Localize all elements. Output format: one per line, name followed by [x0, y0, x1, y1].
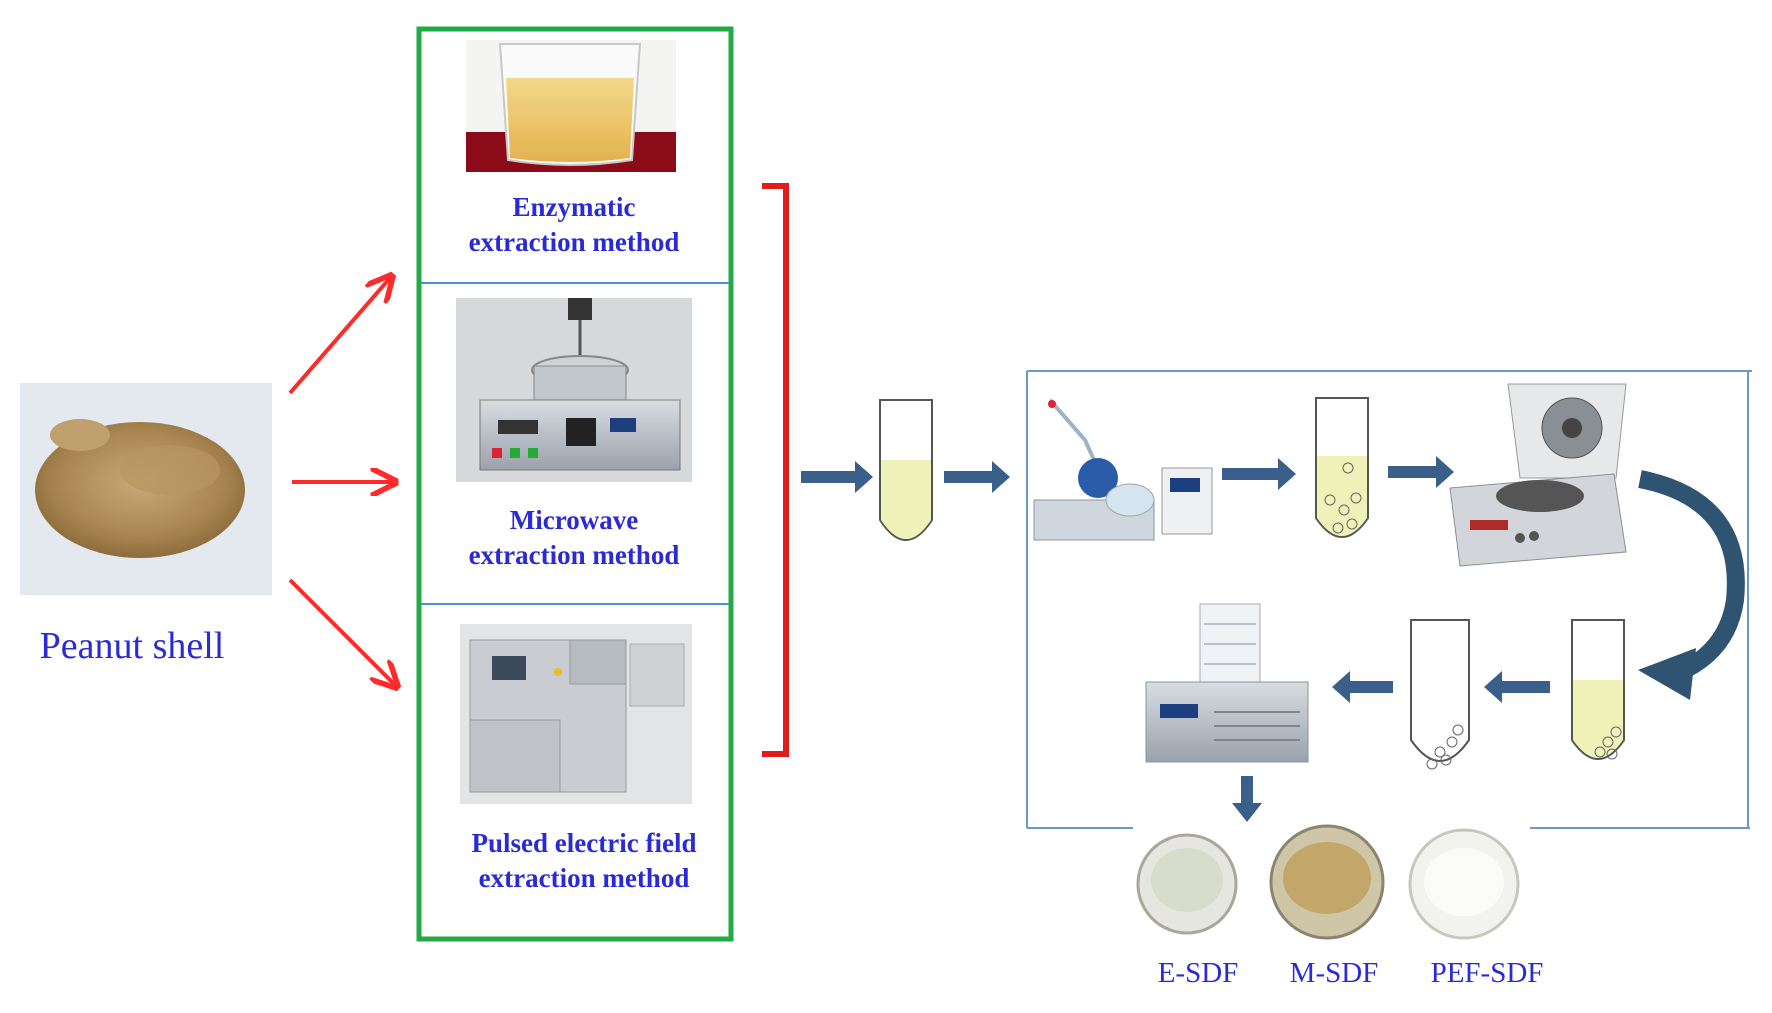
branch-arrows [288, 278, 395, 685]
powder-dish-icon [1408, 828, 1520, 940]
m-sdf-label: M-SDF [1289, 957, 1379, 989]
e-sdf-label: E-SDF [1157, 957, 1239, 989]
pulsed-field-device-photo [460, 624, 692, 804]
microwave-method-label: Microwave extraction method [468, 505, 680, 570]
enzymatic-method-label: Enzymatic extraction method [468, 192, 680, 257]
peanut-shell-label: Peanut shell [39, 625, 225, 667]
rotary-evaporator-icon [1033, 398, 1213, 541]
test-tube-icon [879, 399, 933, 541]
test-tube-icon [1315, 397, 1369, 538]
pef-sdf-label: PEF-SDF [1430, 957, 1544, 989]
beaker-photo [466, 40, 676, 172]
microwave-extractor-photo [456, 298, 692, 482]
powder-dish-icon [1136, 833, 1238, 935]
merge-bracket [762, 183, 789, 757]
freeze-dryer-icon [1145, 603, 1309, 763]
process-arrows [801, 456, 1745, 822]
powder-dish-icon [1269, 824, 1385, 940]
test-tube-icon [1571, 619, 1625, 760]
pef-method-label: Pulsed electric field extraction method [471, 828, 697, 893]
centrifuge-icon [1449, 383, 1627, 567]
process-box [1026, 370, 1752, 829]
peanut-powder-photo [20, 383, 272, 595]
test-tube-icon [1410, 619, 1470, 770]
